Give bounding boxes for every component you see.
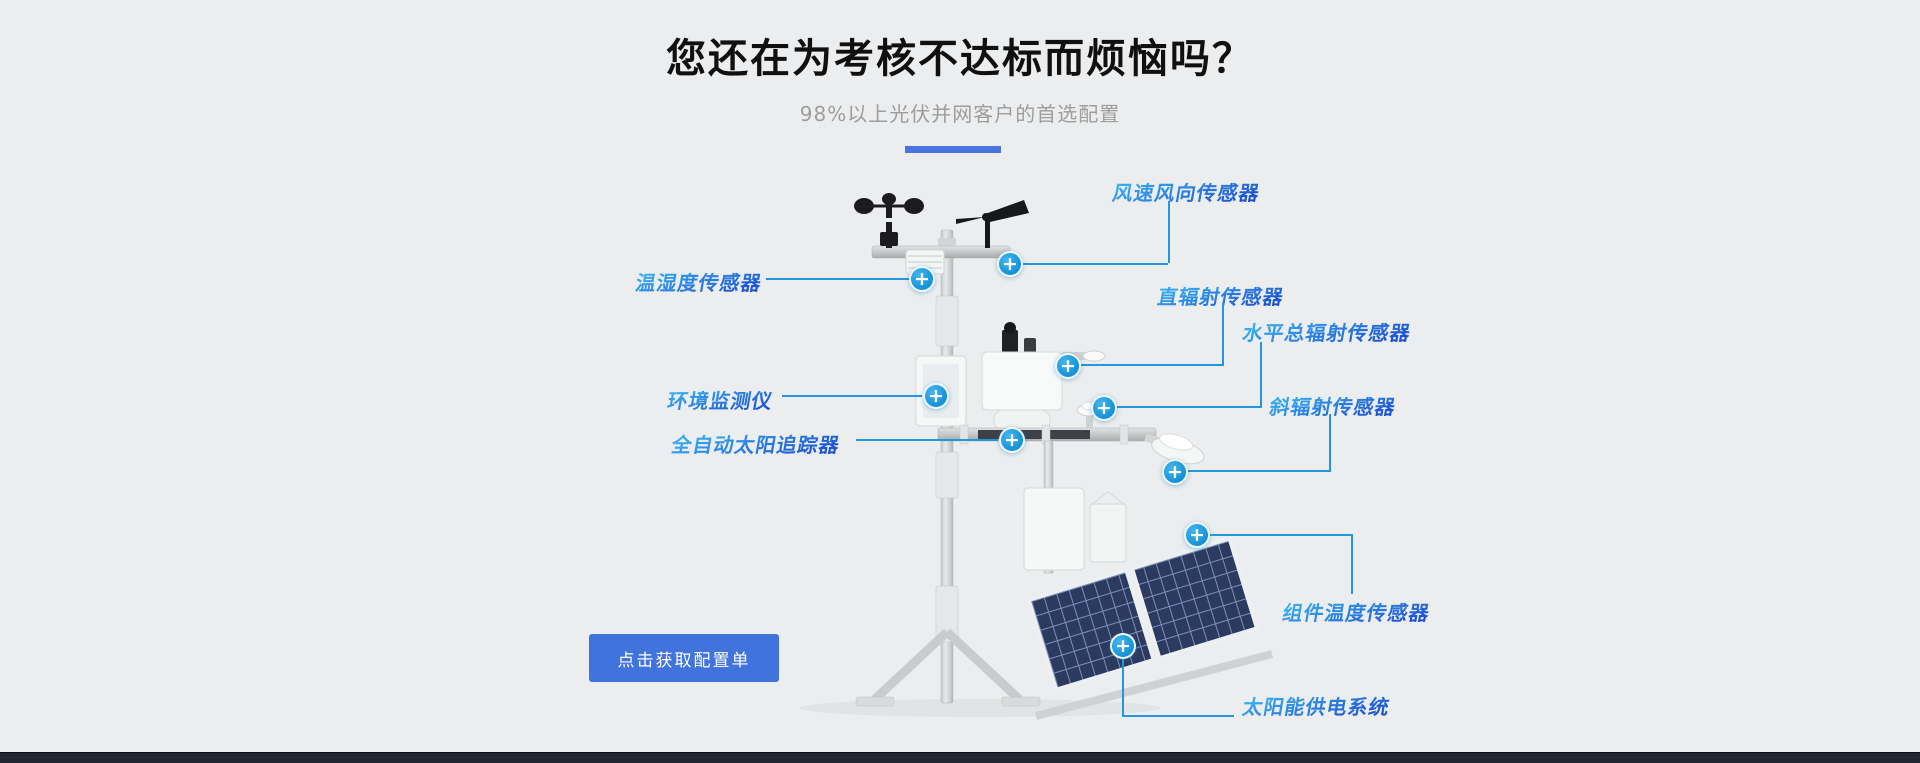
solar-panel-right	[1129, 535, 1260, 661]
station-feet	[855, 696, 1041, 707]
station-legs	[870, 628, 1024, 704]
connector-line	[1351, 534, 1353, 594]
panel-ground-rail	[1034, 650, 1274, 720]
callout-label-environment-monitor: 环境监测仪	[665, 385, 775, 414]
connector-line	[1222, 303, 1224, 366]
page-subtitle: 98%以上光伏并网客户的首选配置	[799, 102, 1121, 126]
plus-marker-icon[interactable]: +	[1110, 633, 1136, 659]
callout-label-wind-speed-direction-sensor: 风速风向传感器	[1110, 177, 1262, 206]
datalogger-assembly	[1023, 440, 1127, 574]
callout-label-tilted-radiation-sensor: 斜辐射传感器	[1267, 391, 1398, 420]
plus-marker-icon[interactable]: +	[1055, 353, 1081, 379]
callout-label-solar-power-supply-system: 太阳能供电系统	[1240, 691, 1392, 720]
callout-label-horizontal-total-radiation-sensor: 水平总辐射传感器	[1240, 317, 1413, 346]
plus-marker-icon[interactable]: +	[923, 383, 949, 409]
plus-marker-icon[interactable]: +	[999, 427, 1025, 453]
connector-line	[1122, 659, 1124, 716]
connector-line	[782, 395, 922, 397]
connector-line	[1168, 201, 1170, 263]
callout-label-module-temperature-sensor: 组件温度传感器	[1280, 597, 1432, 626]
mast-mounting-plates	[935, 295, 959, 643]
connector-line	[856, 439, 998, 441]
callout-label-direct-radiation-sensor: 直辐射传感器	[1155, 281, 1286, 310]
plus-marker-icon[interactable]: +	[909, 266, 935, 292]
plus-marker-icon[interactable]: +	[1162, 459, 1188, 485]
get-configuration-button[interactable]: 点击获取配置单	[589, 634, 779, 682]
connector-line	[1021, 263, 1168, 265]
plus-marker-icon[interactable]: +	[1184, 522, 1210, 548]
connector-line	[1210, 534, 1353, 536]
connector-line	[1188, 470, 1329, 472]
callout-label-auto-solar-tracker: 全自动太阳追踪器	[669, 429, 842, 458]
footer-bar	[0, 752, 1920, 763]
connector-line	[1329, 414, 1331, 472]
connector-line	[1260, 342, 1262, 408]
accent-divider	[905, 146, 1001, 153]
wind-vane	[956, 200, 1029, 248]
mast-cap	[938, 238, 956, 248]
connector-line	[766, 278, 909, 280]
plus-marker-icon[interactable]: +	[997, 251, 1023, 277]
pyranometer-tilted	[1144, 433, 1205, 465]
cross-arm	[937, 424, 1157, 445]
plus-marker-icon[interactable]: +	[1091, 395, 1117, 421]
connector-line	[1117, 406, 1262, 408]
connector-line	[1122, 715, 1234, 717]
anemometer	[854, 193, 924, 248]
callout-label-temperature-humidity-sensor: 温湿度传感器	[633, 267, 764, 296]
connector-line	[1081, 364, 1224, 366]
page-title: 您还在为考核不达标而烦恼吗？	[666, 36, 1254, 82]
solar-panel-left	[1026, 567, 1157, 693]
